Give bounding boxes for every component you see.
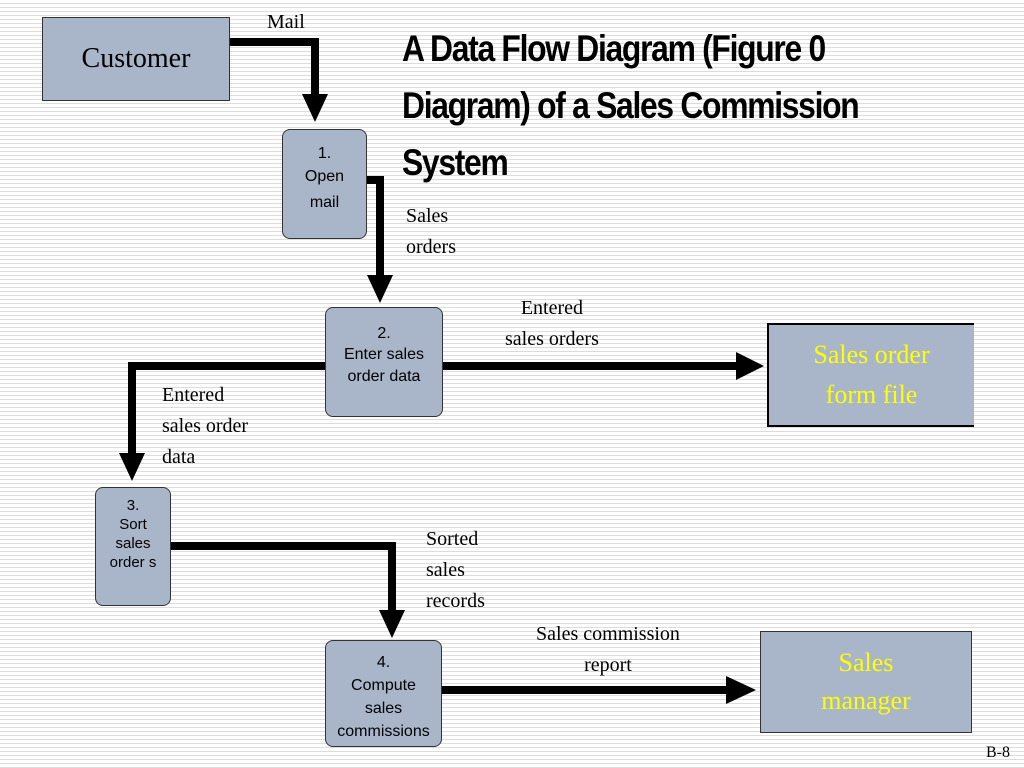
flow-line-mail [229,38,319,96]
flow-label-mail: Mail [267,11,305,33]
flow-label-sorted-sales-records: Sorted sales records [426,528,485,612]
entity-customer-label: Customer [81,43,191,74]
process-label: Enter sales order data [343,346,425,385]
process-open-mail: 1. Open mail [282,129,367,239]
process-number: 4. [376,654,391,671]
process-enter-sales-order-data: 2. Enter sales order data [325,307,443,417]
arrowhead-mail [302,94,328,122]
flow-line-entered-sales-order-data [128,362,325,455]
entity-customer: Customer [42,17,230,101]
page-number: B-8 [986,744,1010,761]
process-label: Open mail [304,168,345,211]
process-number: 2. [377,325,391,342]
arrowhead-sales-commission-report [726,676,756,704]
flow-line-sales-orders [364,176,384,277]
arrowhead-sales-orders [367,275,393,303]
entity-sales-manager: Sales manager [760,631,972,733]
process-label: Sort sales order s [109,516,157,571]
arrowhead-entered-sales-orders [736,352,764,380]
process-label: Compute sales commissions [337,677,430,740]
arrowhead-entered-sales-order-data [119,453,145,481]
page-title: A Data Flow Diagram (Figure 0 Diagram) o… [402,28,860,183]
entity-sales-manager-label: Sales manager [821,648,911,715]
flow-label-entered-sales-orders: Entered sales orders [505,297,599,350]
flow-label-entered-sales-order-data: Entered sales order data [162,384,249,468]
process-compute-sales-commissions: 4. Compute sales commissions [325,640,442,747]
data-store-sales-order-form-file: Sales order form file [767,323,974,427]
flow-label-sales-orders: Sales orders [406,205,456,258]
data-store-label: Sales order form file [813,340,930,409]
process-number: 3. [126,497,140,514]
flow-label-sales-commission-report: Sales commission report [536,623,680,676]
flow-line-sorted-sales-records [171,542,396,612]
process-number: 1. [317,145,332,162]
arrowhead-sorted-sales-records [379,610,405,638]
process-sort-sales-orders: 3. Sort sales order s [95,487,171,606]
